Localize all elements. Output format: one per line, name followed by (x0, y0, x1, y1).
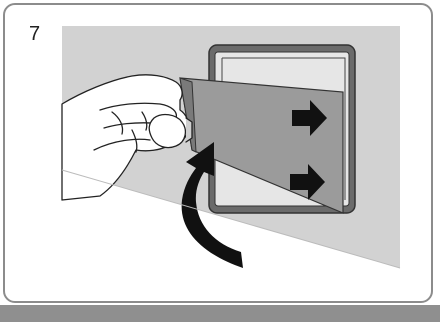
illustration (0, 0, 440, 305)
bottom-strip (0, 305, 440, 322)
